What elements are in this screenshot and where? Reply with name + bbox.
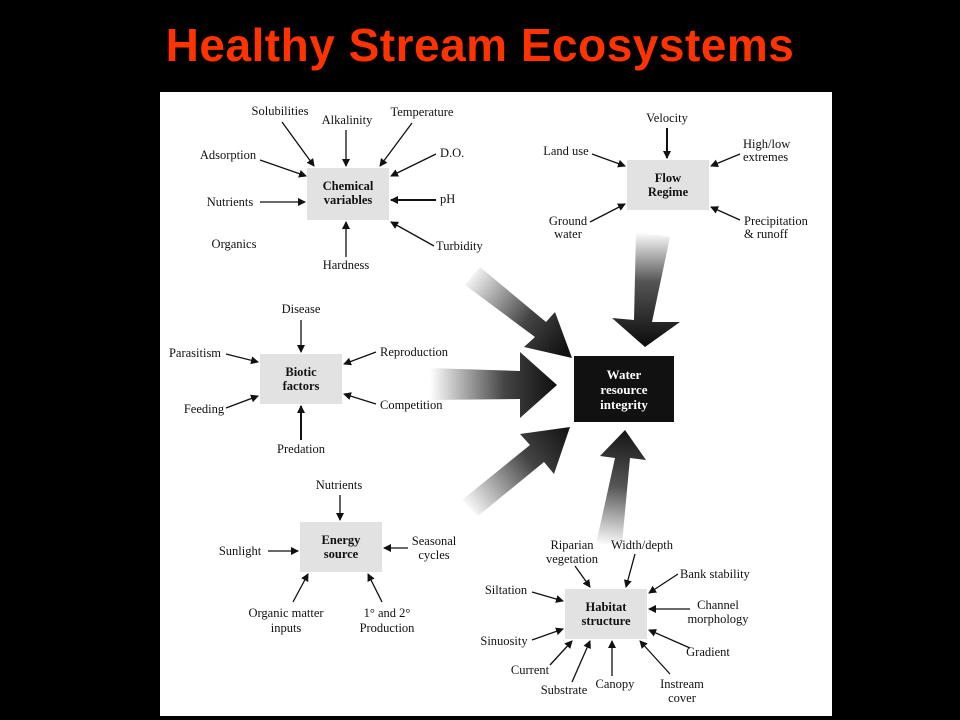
label-alkalinity: Alkalinity bbox=[322, 113, 373, 127]
label-riparian-1: Riparian bbox=[550, 538, 594, 552]
habitat-structure-box bbox=[565, 589, 647, 639]
center-label-3: integrity bbox=[600, 397, 648, 412]
label-sinuosity: Sinuosity bbox=[480, 634, 528, 648]
label-reproduction: Reproduction bbox=[380, 345, 449, 359]
label-turbidity: Turbidity bbox=[436, 239, 484, 253]
label-riparian-2: vegetation bbox=[546, 552, 599, 566]
label-width-depth: Width/depth bbox=[611, 538, 674, 552]
biotic-box-label-1: Biotic bbox=[285, 365, 317, 379]
big-arrow-from-chemical bbox=[465, 267, 572, 358]
label-energy-nutrients: Nutrients bbox=[316, 478, 363, 492]
energy-box-label-1: Energy bbox=[322, 533, 362, 547]
label-siltation: Siltation bbox=[485, 583, 528, 597]
label-instream-2: cover bbox=[668, 691, 697, 705]
label-competition: Competition bbox=[380, 398, 443, 412]
label-hardness: Hardness bbox=[323, 258, 370, 272]
label-ground-1: Ground bbox=[549, 214, 588, 228]
label-instream-1: Instream bbox=[660, 677, 704, 691]
big-arrow-from-habitat bbox=[596, 430, 646, 544]
chemical-box-label-1: Chemical bbox=[323, 179, 374, 193]
label-production-1: 1° and 2° bbox=[364, 606, 411, 620]
label-organics: Organics bbox=[212, 237, 257, 251]
label-ph: pH bbox=[440, 192, 455, 206]
label-predation: Predation bbox=[277, 442, 326, 456]
label-channel-1: Channel bbox=[697, 598, 739, 612]
label-gradient: Gradient bbox=[686, 645, 730, 659]
label-sunlight: Sunlight bbox=[219, 544, 262, 558]
label-adsorption: Adsorption bbox=[200, 148, 257, 162]
label-precip-1: Precipitation bbox=[744, 214, 809, 228]
big-arrow-from-biotic bbox=[430, 352, 557, 418]
label-canopy: Canopy bbox=[596, 677, 636, 691]
label-disease: Disease bbox=[282, 302, 321, 316]
habitat-box-label-2: structure bbox=[581, 614, 631, 628]
label-parasitism: Parasitism bbox=[169, 346, 221, 360]
label-temperature: Temperature bbox=[391, 105, 454, 119]
label-production-2: Production bbox=[360, 621, 416, 635]
label-feeding: Feeding bbox=[184, 402, 225, 416]
diagram-panel: Chemical variables Solubilities Alkalini… bbox=[160, 92, 832, 716]
label-ground-2: water bbox=[554, 227, 583, 241]
flow-box-label-1: Flow bbox=[655, 171, 681, 185]
label-highlow-2: extremes bbox=[743, 150, 788, 164]
chemical-variables-box bbox=[307, 168, 389, 220]
label-organic-1: Organic matter bbox=[248, 606, 324, 620]
label-substrate: Substrate bbox=[541, 683, 588, 697]
flow-regime-box bbox=[627, 160, 709, 210]
energy-box-label-2: source bbox=[324, 547, 359, 561]
label-solubilities: Solubilities bbox=[252, 104, 309, 118]
label-chem-nutrients: Nutrients bbox=[207, 195, 254, 209]
center-label-1: Water bbox=[607, 367, 642, 382]
label-seasonal-1: Seasonal bbox=[412, 534, 457, 548]
label-precip-2: & runoff bbox=[744, 227, 789, 241]
label-bank-stability: Bank stability bbox=[680, 567, 751, 581]
big-arrow-from-energy bbox=[462, 427, 570, 516]
flow-box-label-2: Regime bbox=[648, 185, 689, 199]
habitat-box-label-1: Habitat bbox=[586, 600, 628, 614]
chemical-box-label-2: variables bbox=[324, 193, 373, 207]
label-seasonal-2: cycles bbox=[418, 548, 449, 562]
biotic-box-label-2: factors bbox=[283, 379, 320, 393]
label-highlow-1: High/low bbox=[743, 137, 790, 151]
label-organic-2: inputs bbox=[271, 621, 302, 635]
label-channel-2: morphology bbox=[687, 612, 749, 626]
big-arrow-from-flow bbox=[612, 232, 680, 347]
biotic-factors-box bbox=[260, 354, 342, 404]
label-land-use: Land use bbox=[543, 144, 589, 158]
stream-ecosystem-diagram: Chemical variables Solubilities Alkalini… bbox=[169, 104, 809, 705]
label-do: D.O. bbox=[440, 146, 464, 160]
slide-title: Healthy Stream Ecosystems bbox=[165, 19, 795, 71]
energy-source-box bbox=[300, 522, 382, 572]
label-current: Current bbox=[511, 663, 550, 677]
label-velocity: Velocity bbox=[646, 111, 688, 125]
center-label-2: resource bbox=[600, 382, 647, 397]
water-resource-integrity-box bbox=[574, 356, 674, 422]
